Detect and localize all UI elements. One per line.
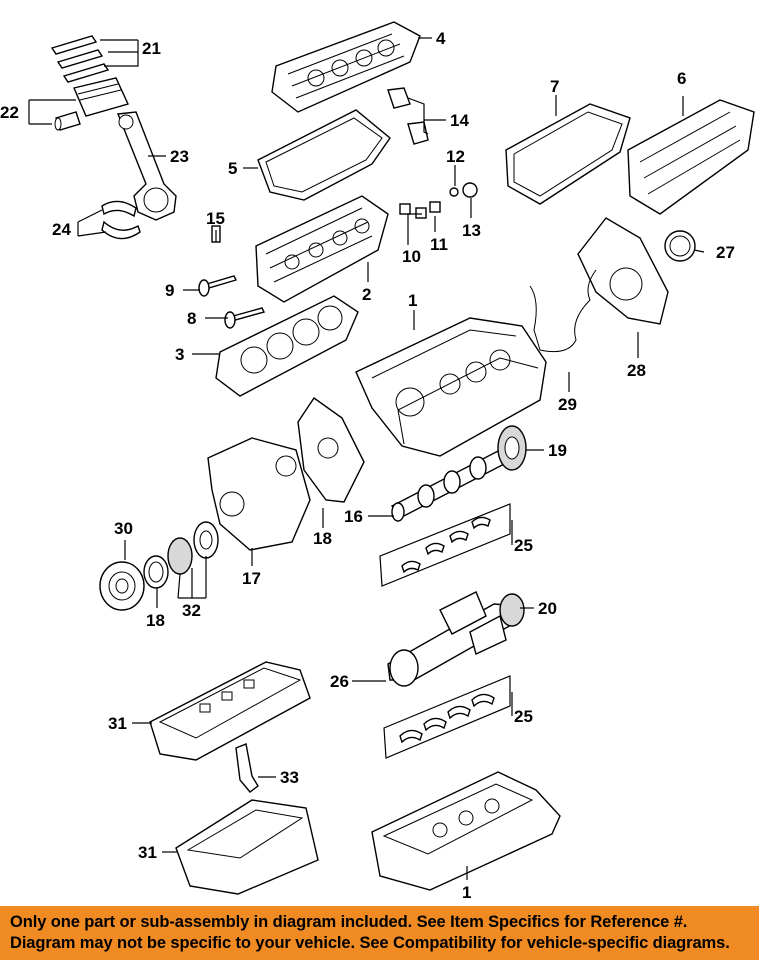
- callout-3: 3: [175, 345, 184, 364]
- callout-11: 11: [430, 235, 448, 254]
- callout-32: 32: [182, 601, 201, 620]
- crank-pulley: [99, 561, 145, 611]
- callout-6: 6: [677, 69, 686, 88]
- valves: [198, 275, 266, 329]
- valve-cover-gasket: [257, 109, 391, 201]
- callout-15: 15: [206, 209, 225, 228]
- callout-30: 30: [114, 519, 133, 538]
- valve-cover-gasket-right: [505, 103, 631, 205]
- timing-cover: [207, 437, 311, 551]
- connecting-rod: [117, 111, 177, 221]
- callout-9: 9: [165, 281, 174, 300]
- rear-seal: [664, 230, 696, 262]
- oil-pan-upper: [149, 661, 311, 761]
- callout-28: 28: [627, 361, 646, 380]
- cam-bearings-box: [379, 503, 511, 587]
- callout-10: 10: [402, 247, 421, 266]
- oil-pickup-tube: [235, 743, 259, 793]
- valve-cover: [627, 99, 755, 215]
- callout-23: 23: [170, 147, 189, 166]
- callout-29: 29: [558, 395, 577, 414]
- piston-rings: [50, 35, 110, 83]
- cam-sprocket: [497, 425, 527, 471]
- timing-cover-gasket: [297, 397, 365, 503]
- crank-sprocket-gear: [167, 521, 219, 575]
- front-seal: [143, 555, 169, 589]
- head-gasket: [215, 295, 359, 397]
- callout-31-lower: 31: [138, 843, 157, 862]
- disclaimer-banner: Only one part or sub-assembly in diagram…: [0, 906, 759, 960]
- callout-24: 24: [52, 220, 71, 239]
- callout-33: 33: [280, 768, 299, 787]
- callout-1-bedplate: 1: [462, 883, 471, 902]
- crankshaft: [387, 591, 525, 687]
- callout-12: 12: [446, 147, 465, 166]
- rear-cover-gasket: [529, 269, 597, 353]
- brackets: [387, 87, 429, 145]
- disclaimer-line-2: Diagram may not be specific to your vehi…: [10, 934, 730, 952]
- cylinder-head-cover: [271, 21, 421, 113]
- main-bearings-box: [383, 675, 511, 759]
- callout-17: 17: [242, 569, 261, 588]
- callout-2: 2: [362, 285, 371, 304]
- callout-22: 22: [0, 103, 19, 122]
- callout-18-gasket: 18: [313, 529, 332, 548]
- callout-14: 14: [450, 111, 469, 130]
- engine-parts-diagram: 21 22 23 24 4 5 7 6 14 12 13 11 10 15 2 …: [0, 21, 755, 902]
- callout-18-seal: 18: [146, 611, 165, 630]
- callout-25-upper: 25: [514, 536, 533, 555]
- callout-19: 19: [548, 441, 567, 460]
- callout-31-upper: 31: [108, 714, 127, 733]
- callout-7: 7: [550, 77, 559, 96]
- cylinder-head: [255, 195, 389, 303]
- callout-13: 13: [462, 221, 481, 240]
- callout-labels: 21 22 23 24 4 5 7 6 14 12 13 11 10 15 2 …: [0, 29, 735, 902]
- callout-27: 27: [716, 243, 735, 262]
- camshaft: [390, 449, 510, 522]
- callout-1-block: 1: [408, 291, 417, 310]
- oil-pan-lower: [175, 799, 319, 895]
- rod-bearings: [101, 200, 141, 240]
- piston-pin: [54, 111, 81, 131]
- callout-21: 21: [142, 39, 161, 58]
- callout-20: 20: [538, 599, 557, 618]
- callout-26: 26: [330, 672, 349, 691]
- disclaimer-line-1: Only one part or sub-assembly in diagram…: [10, 913, 688, 931]
- leader-lines: [28, 37, 705, 880]
- rear-cover: [577, 217, 669, 325]
- piston: [73, 77, 129, 117]
- callout-16: 16: [344, 507, 363, 526]
- callout-5: 5: [228, 159, 237, 178]
- callout-8: 8: [187, 309, 196, 328]
- engine-bedplate: [371, 771, 561, 891]
- callout-4: 4: [436, 29, 446, 48]
- engine-block: [355, 317, 547, 457]
- callout-25-lower: 25: [514, 707, 533, 726]
